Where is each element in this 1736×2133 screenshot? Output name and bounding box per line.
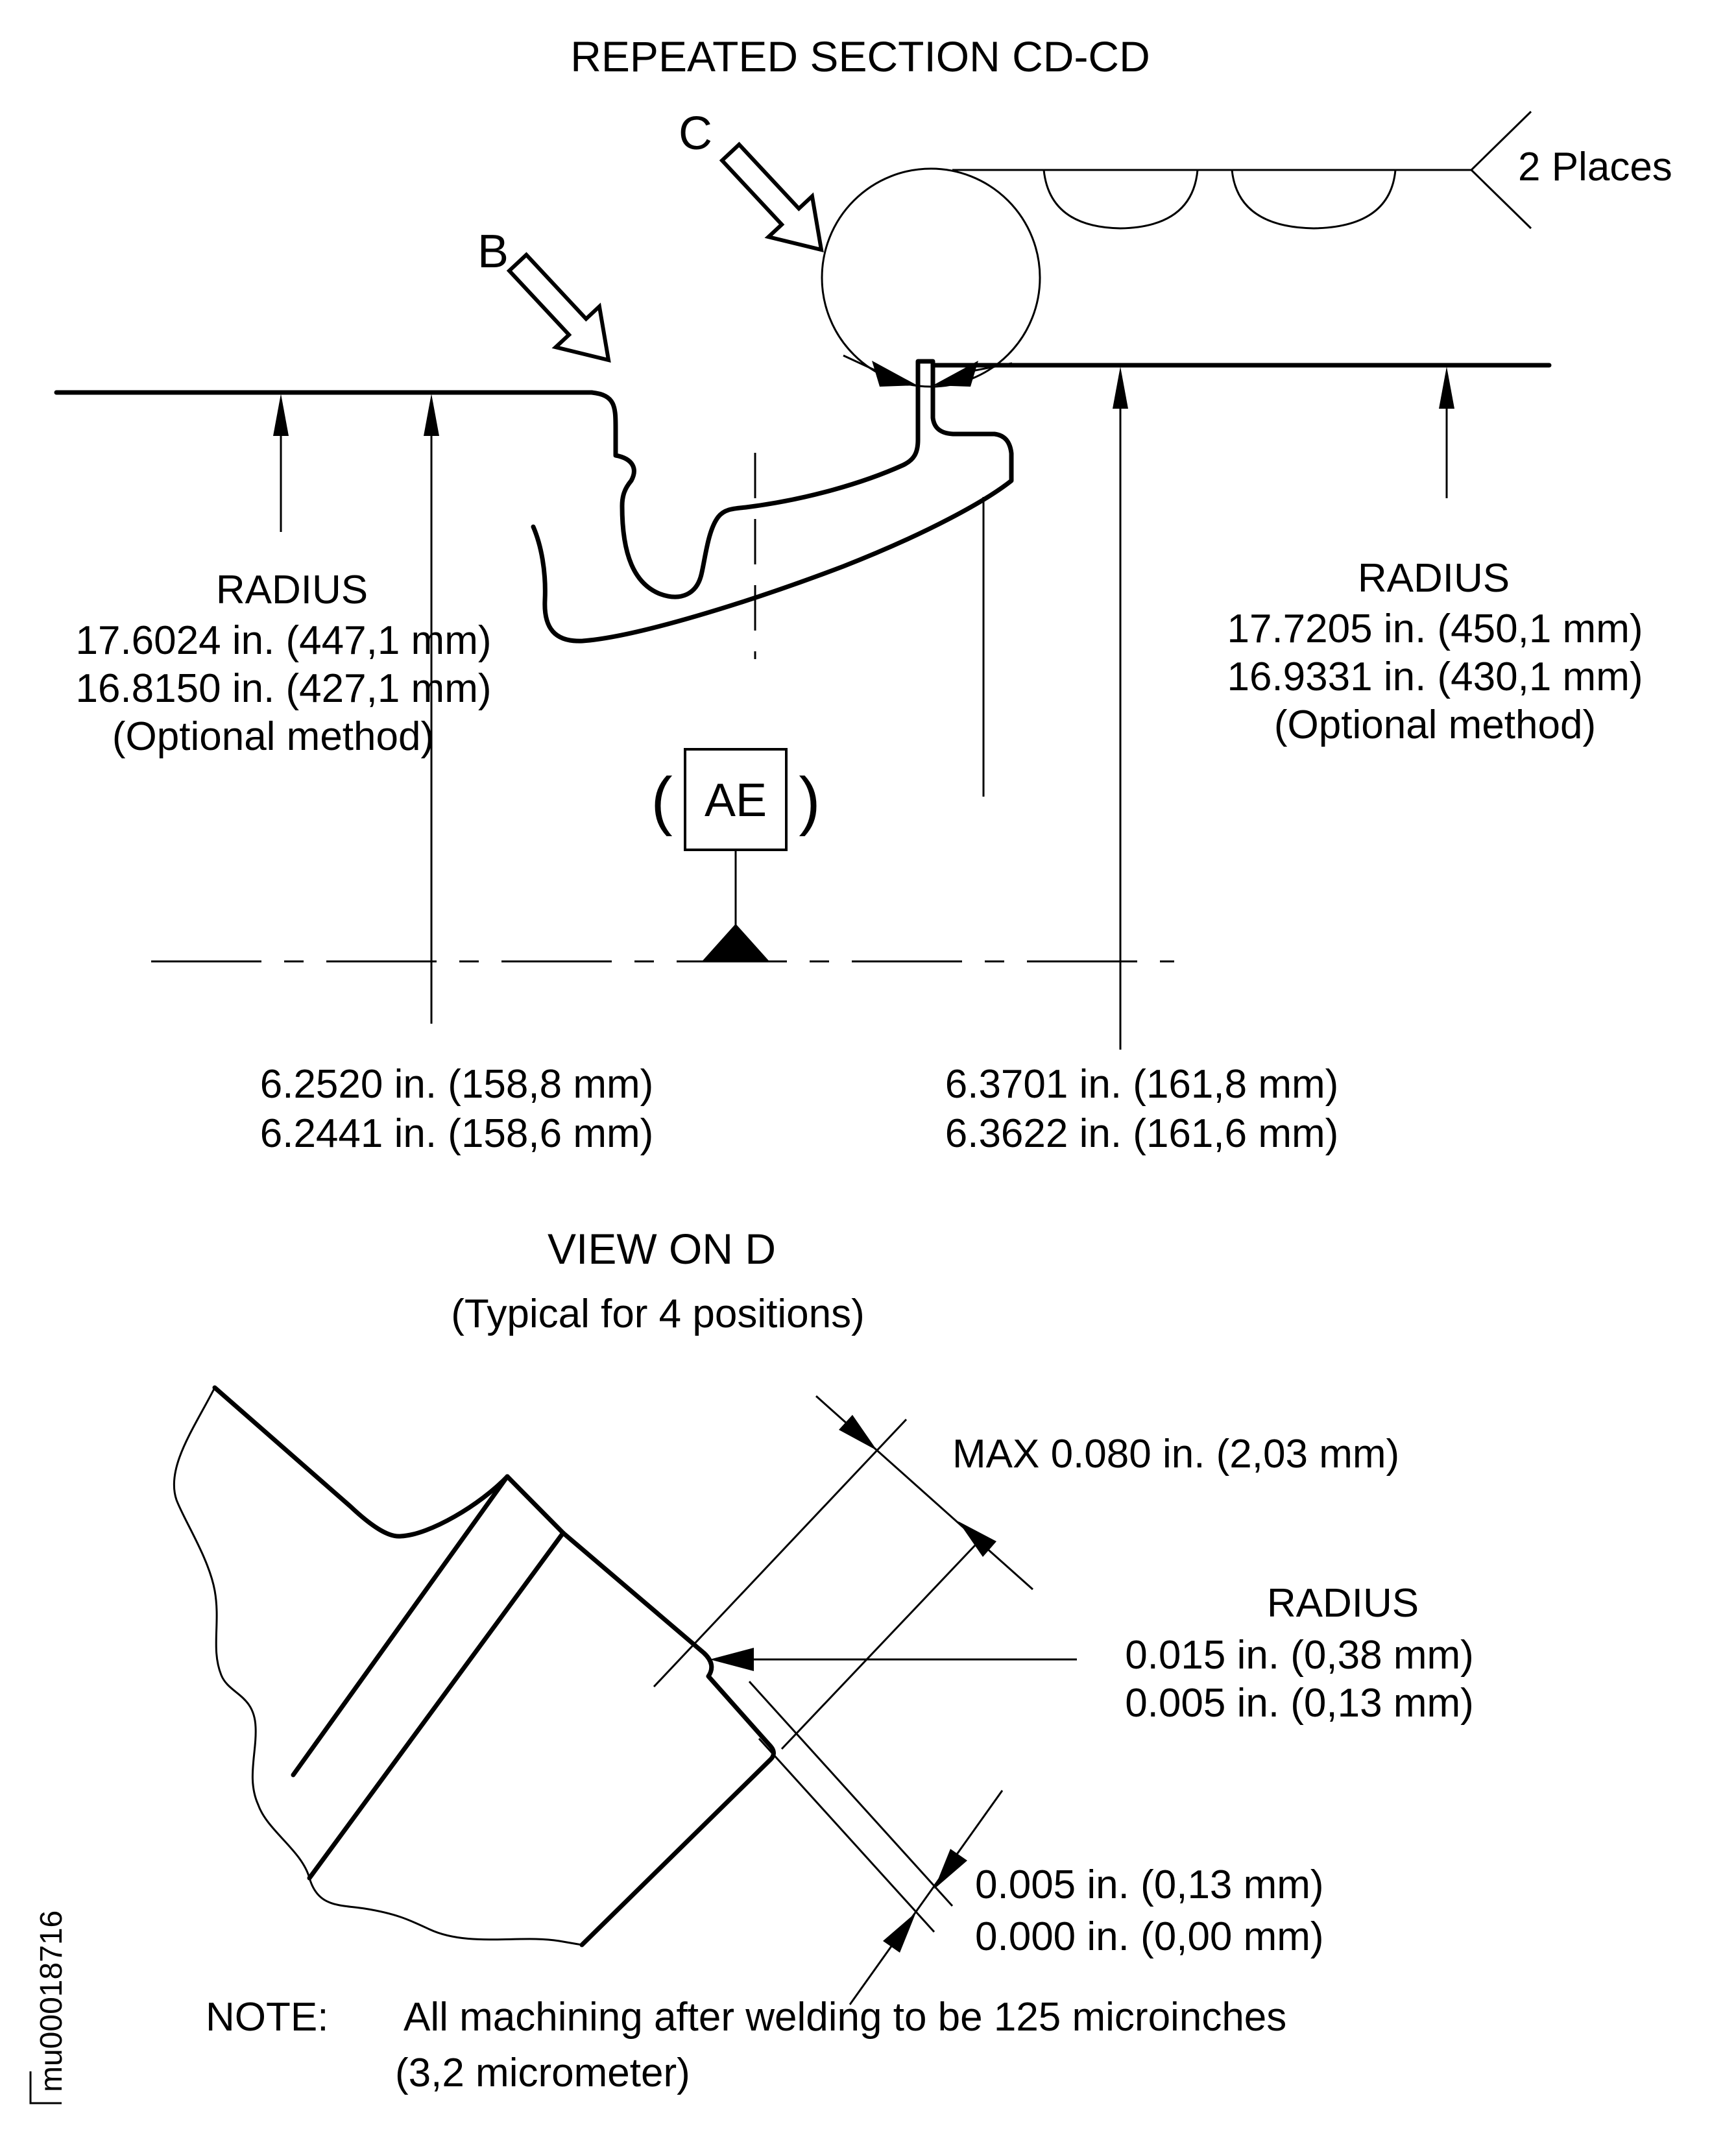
detail-radius-line2: 0.005 in. (0,13 mm) (1125, 1681, 1474, 1726)
offset-dimension: 0.005 in. (0,13 mm) 0.000 in. (0,00 mm) (748, 1680, 1324, 2005)
places-leader-arrow-icon (1469, 110, 1532, 230)
label-c: C (679, 108, 712, 160)
offset-arrow-1-icon (934, 1849, 967, 1889)
radius-left-heading: RADIUS (216, 568, 368, 612)
neck-arrow-right-icon (933, 361, 978, 387)
radius-left-text: RADIUS 17.6024 in. (447,1 mm) 16.8150 in… (75, 568, 491, 759)
radius-left-line1: 17.6024 in. (447,1 mm) (75, 618, 491, 663)
detail-view: VIEW ON D (Typical for 4 positions) MAX … (173, 1225, 1474, 2005)
break-line (173, 1387, 583, 1946)
section-view: REPEATED SECTION CD-CD C B 2 Places (54, 32, 1672, 1156)
dim-left-text: 6.2520 in. (158,8 mm) 6.2441 in. (158,6 … (260, 1062, 654, 1156)
neck-arrow-left-tail (843, 354, 880, 374)
dim-right-dimension-arrow (1113, 367, 1128, 1050)
view-subtitle: (Typical for 4 positions) (451, 1292, 864, 1336)
max-arrow-2-icon (958, 1521, 996, 1557)
radius-right-heading: RADIUS (1358, 556, 1510, 601)
detail-radius-line1: 0.015 in. (0,38 mm) (1125, 1633, 1474, 1678)
weld-face-upper (291, 1474, 510, 1778)
places-note: 2 Places (1518, 145, 1672, 189)
datum-label: AE (705, 775, 767, 826)
dim-left-dimension-arrow (424, 394, 439, 1024)
note-label: NOTE: (206, 1995, 328, 2040)
max-extension-line-1 (653, 1418, 908, 1688)
weld-face-lower (307, 1530, 566, 1881)
neck-arrow-right-tail (971, 362, 1013, 372)
radius-right-line2: 16.9331 in. (430,1 mm) (1227, 655, 1643, 699)
offset-extension-line-1 (748, 1680, 954, 1907)
offset-extension-line-2 (758, 1737, 935, 1933)
radius-left-line2: 16.8150 in. (427,1 mm) (75, 666, 491, 711)
part-top-scallop (212, 1385, 510, 1539)
serration-scallop-2 (1231, 169, 1397, 230)
c-arrow-icon (719, 141, 824, 252)
weld-shoulder (505, 1474, 566, 1536)
radius-right-dimension-arrow (1439, 367, 1454, 498)
offset-dim-line2: 0.000 in. (0,00 mm) (975, 1914, 1324, 1959)
offset-arrow-2-icon (883, 1912, 916, 1953)
radius-right-line1: 17.7205 in. (450,1 mm) (1227, 607, 1643, 651)
corner-mark-icon (29, 2071, 62, 2104)
machined-face-and-nose (561, 1530, 776, 1947)
radius-left-line3: (Optional method) (112, 714, 434, 759)
offset-dimension-line (849, 1790, 1004, 2005)
max-extension-line-2 (780, 1543, 978, 1750)
nose-radius-callout: RADIUS 0.015 in. (0,38 mm) 0.005 in. (0,… (710, 1581, 1474, 1726)
datum-ae: ( AE ) (651, 748, 821, 961)
datum-open-paren: ( (651, 764, 672, 837)
dim-left-line2: 6.2441 in. (158,6 mm) (260, 1111, 654, 1156)
max-dim-text: MAX 0.080 in. (2,03 mm) (952, 1432, 1399, 1476)
dim-right-line1: 6.3701 in. (161,8 mm) (945, 1062, 1339, 1107)
datum-close-paren: ) (799, 764, 820, 837)
dim-right-text: 6.3701 in. (161,8 mm) 6.3622 in. (161,6 … (945, 1062, 1339, 1156)
section-title: REPEATED SECTION CD-CD (570, 32, 1150, 80)
radius-right-text: RADIUS 17.7205 in. (450,1 mm) 16.9331 in… (1227, 556, 1643, 747)
doc-number-block: mu00018716 (29, 1910, 69, 2104)
b-arrow-icon (506, 252, 611, 363)
note-line1: All machining after welding to be 125 mi… (404, 1995, 1286, 2040)
radius-right-line3: (Optional method) (1274, 703, 1596, 747)
detail-circle-c (821, 167, 1041, 388)
doc-number: mu00018716 (34, 1910, 69, 2092)
view-title: VIEW ON D (548, 1225, 776, 1273)
serration-scallop-1 (1043, 169, 1199, 230)
radius-left-dimension-arrow (273, 394, 289, 532)
max-dimension: MAX 0.080 in. (2,03 mm) (653, 1395, 1399, 1750)
detail-radius-heading: RADIUS (1267, 1581, 1419, 1626)
datum-triangle-icon (702, 924, 769, 961)
neck-arrow-left-icon (872, 361, 917, 387)
dim-right-line2: 6.3622 in. (161,6 mm) (945, 1111, 1339, 1156)
blade-profile (531, 359, 1014, 644)
note-block: NOTE: All machining after welding to be … (206, 1995, 1286, 2095)
dim-left-line1: 6.2520 in. (158,8 mm) (260, 1062, 654, 1107)
note-line2: (3,2 micrometer) (395, 2051, 690, 2095)
offset-dim-line1: 0.005 in. (0,13 mm) (975, 1862, 1324, 1907)
label-b: B (477, 226, 509, 278)
radius-leader-arrow-icon (710, 1648, 754, 1671)
max-arrow-1-icon (839, 1415, 877, 1451)
